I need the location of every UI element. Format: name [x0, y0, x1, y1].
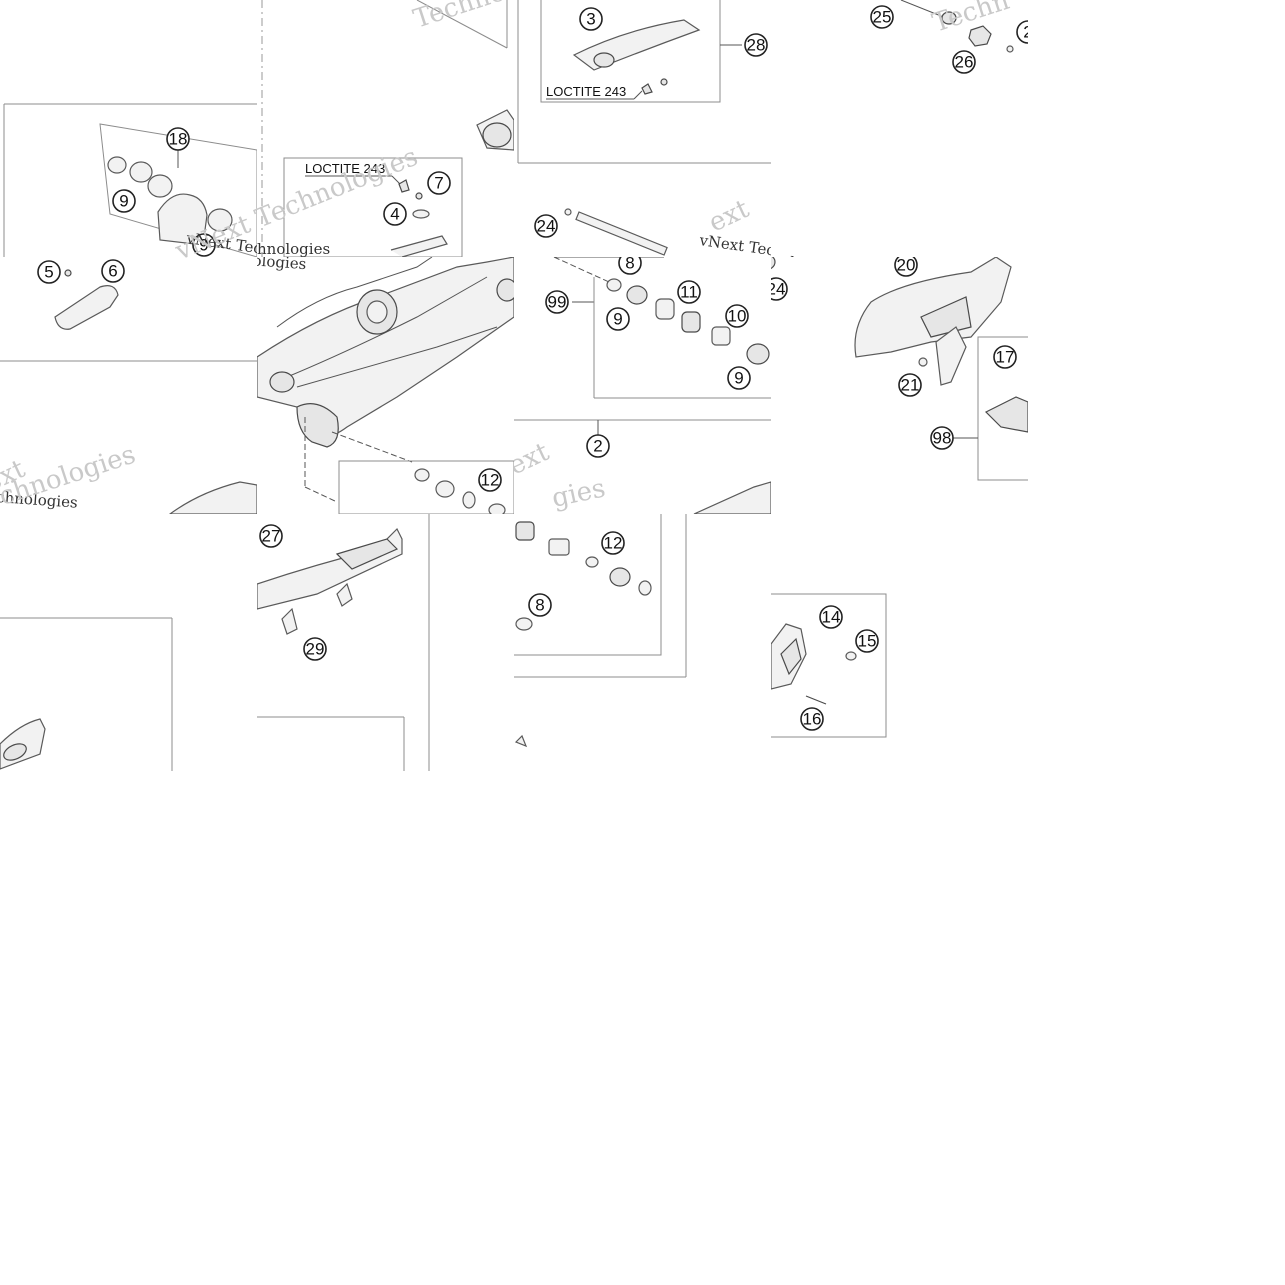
callout-12: 12	[601, 531, 625, 555]
callout-9: 9	[606, 307, 630, 331]
tile-lower-center-left: 27 29	[257, 514, 514, 771]
svg-text:27: 27	[262, 527, 281, 546]
callout-99: 99	[545, 290, 569, 314]
svg-text:24: 24	[537, 217, 556, 236]
svg-text:2: 2	[1023, 23, 1028, 42]
svg-text:12: 12	[604, 534, 623, 553]
svg-text:2: 2	[593, 437, 602, 456]
tile-upper-center-left: Techno LOCTITE 243 7 4 hnologies	[257, 0, 514, 257]
callout-9: 9	[192, 233, 216, 257]
callout-21: 21	[898, 373, 922, 397]
svg-text:18: 18	[169, 130, 188, 149]
svg-text:21: 21	[901, 376, 920, 395]
svg-text:3: 3	[586, 10, 595, 29]
tile-swingarm: 12 hnologies	[257, 257, 514, 514]
svg-text:10: 10	[728, 307, 747, 326]
svg-text:LOCTITE 243: LOCTITE 243	[546, 84, 626, 99]
callout-17: 17	[993, 345, 1017, 369]
callout-16: 16	[800, 707, 824, 731]
svg-text:8: 8	[625, 257, 634, 273]
callout-14: 14	[819, 605, 843, 629]
callout-12: 12	[478, 468, 502, 492]
tile-lower-center-right: 12 8	[514, 514, 771, 771]
tile-upper-left: 18 9 9 vNext Tec	[0, 0, 257, 257]
svg-text:ext: ext	[514, 437, 554, 482]
callout-11: 11	[677, 280, 701, 304]
tile-mid-right: 24 20 21 17 98 T	[771, 257, 1028, 514]
callout-9: 9	[112, 189, 136, 213]
tile-mid-left: 5 6 ext chnologies	[0, 257, 257, 514]
callout-6: 6	[101, 259, 125, 283]
tile-lower-right: 14 15 16	[771, 514, 1028, 771]
svg-text:chnologies: chnologies	[0, 488, 78, 512]
svg-text:9: 9	[734, 369, 743, 388]
svg-text:nologies: nologies	[771, 252, 835, 257]
svg-text:15: 15	[858, 632, 877, 651]
svg-text:LOCTITE 243: LOCTITE 243	[305, 161, 385, 176]
callout-25: 25	[870, 5, 894, 29]
svg-text:hnologies: hnologies	[257, 257, 307, 273]
callout-8: 8	[618, 257, 642, 275]
svg-text:5: 5	[44, 263, 53, 282]
svg-text:6: 6	[108, 262, 117, 281]
callout-29: 29	[303, 637, 327, 661]
svg-text:9: 9	[613, 310, 622, 329]
svg-text:28: 28	[747, 36, 766, 55]
tile-lower-left	[0, 514, 257, 771]
svg-text:hnologies: hnologies	[257, 240, 330, 257]
svg-text:98: 98	[933, 429, 952, 448]
callout-15: 15	[855, 629, 879, 653]
svg-text:gies: gies	[549, 473, 608, 514]
callout-24: 24	[534, 214, 558, 238]
svg-text:99: 99	[548, 293, 567, 312]
svg-text:Techno: Techno	[410, 0, 509, 35]
callout-24: 24	[771, 277, 788, 301]
callout-26: 26	[952, 50, 976, 74]
callout-2: 2	[586, 434, 610, 458]
callout-2: 2	[1016, 20, 1028, 44]
svg-text:4: 4	[390, 205, 399, 224]
svg-text:24: 24	[771, 280, 785, 299]
svg-text:16: 16	[803, 710, 822, 729]
callout-8: 8	[528, 593, 552, 617]
callout-20: 20	[894, 257, 918, 277]
svg-text:26: 26	[955, 53, 974, 72]
tile-mid-center-right: 8 99 11 9 10 9 2 ext gies	[514, 257, 771, 514]
callout-98: 98	[930, 426, 954, 450]
callout-4: 4	[383, 202, 407, 226]
svg-text:9: 9	[199, 236, 208, 255]
tile-upper-center-right: 3 28 LOCTITE 243 24 vNext Tec ext	[514, 0, 771, 257]
callout-3: 3	[579, 7, 603, 31]
svg-text:8: 8	[535, 596, 544, 615]
svg-text:7: 7	[434, 174, 443, 193]
callout-10: 10	[725, 304, 749, 328]
svg-text:20: 20	[897, 257, 916, 275]
callout-7: 7	[427, 171, 451, 195]
svg-text:12: 12	[481, 471, 500, 490]
svg-text:17: 17	[996, 348, 1015, 367]
svg-text:25: 25	[873, 8, 892, 27]
svg-text:9: 9	[119, 192, 128, 211]
svg-text:11: 11	[680, 283, 698, 302]
svg-text:vNext Tec: vNext Tec	[697, 231, 771, 257]
svg-text:14: 14	[822, 608, 841, 627]
callout-5: 5	[37, 260, 61, 284]
callout-18: 18	[166, 127, 190, 151]
callout-28: 28	[744, 33, 768, 57]
callout-27: 27	[259, 524, 283, 548]
tile-upper-right: 25 26 2 Techn nologies	[771, 0, 1028, 257]
callout-9: 9	[727, 366, 751, 390]
svg-text:29: 29	[306, 640, 325, 659]
